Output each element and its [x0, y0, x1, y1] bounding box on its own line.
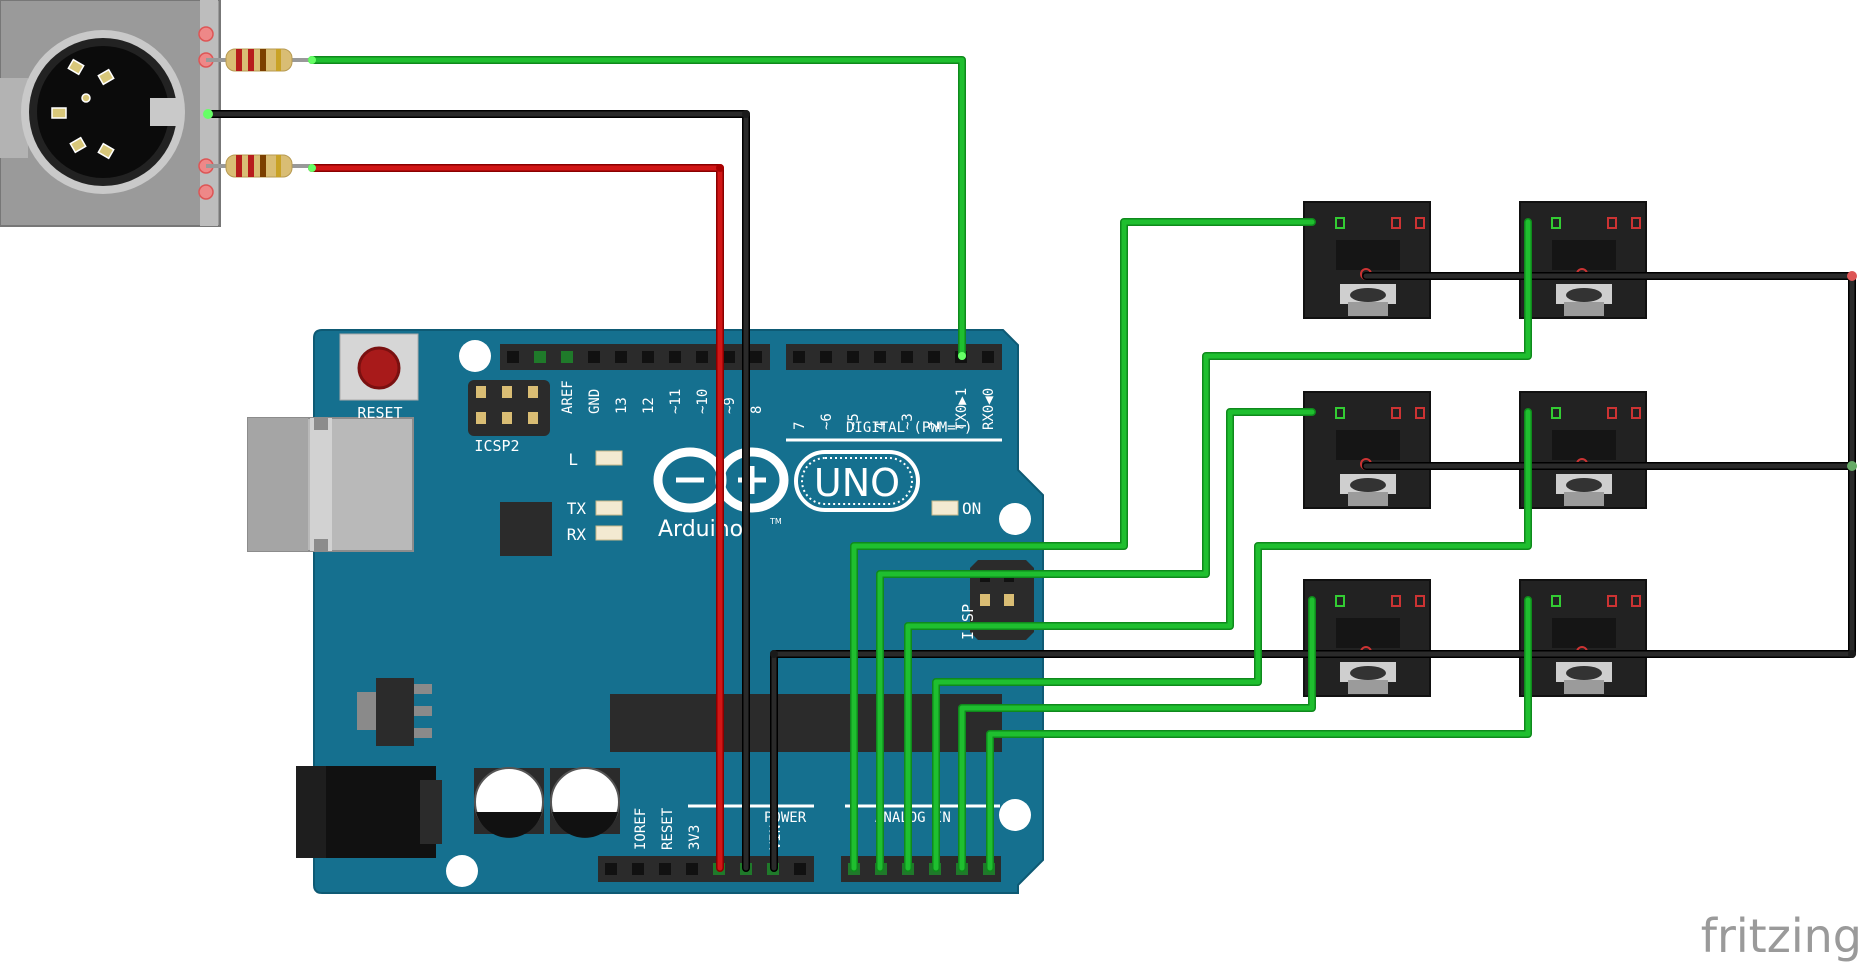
led-l: L [568, 450, 623, 469]
wires [204, 56, 1856, 872]
audio-jacks [1303, 201, 1647, 697]
svg-text:L: L [568, 450, 578, 469]
resistor-2 [206, 154, 310, 178]
logo-uno: UNO [814, 461, 900, 505]
digital-pin-label: 8 [749, 406, 765, 414]
power-pin-label: 3V3 [687, 825, 703, 850]
logo-arduino: Arduino [658, 517, 743, 542]
digital-pin-label: 2 [927, 422, 943, 430]
digital-pin-label: ~6 [819, 413, 835, 430]
mounting-holes [446, 340, 1031, 887]
digital-pin-hole [793, 351, 805, 363]
din-pins [51, 58, 115, 160]
digital-label: DIGITAL (PWM=~) [846, 420, 972, 436]
digital-pin-hole [928, 351, 940, 363]
digital-pin-hole [723, 351, 735, 363]
digital-pin-label: 13 [614, 397, 630, 414]
digital-pin-hole [561, 351, 573, 363]
digital-pin-hole [820, 351, 832, 363]
led-tx: TX [567, 499, 623, 518]
digital-bottom-pin-labels: 7 ~6 ~5 4 ~3 2 TX0▶1 RX0◀0 [792, 388, 997, 430]
digital-pin-hole [874, 351, 886, 363]
midi-din-connector [0, 0, 221, 227]
power-pin-label: RESET [660, 807, 676, 850]
digital-pin-label: 12 [641, 397, 657, 414]
digital-pin-hole [615, 351, 627, 363]
dc-power-jack [296, 766, 442, 858]
power-pin-hole [659, 863, 671, 875]
power-pin-hole [632, 863, 644, 875]
logo-tm: TM [769, 517, 782, 526]
audio-jack-5 [1303, 579, 1431, 697]
digital-pin-hole [642, 351, 654, 363]
fritzing-watermark: fritzing [1701, 909, 1862, 963]
audio-jack-1 [1303, 201, 1431, 319]
power-pin-hole [686, 863, 698, 875]
digital-pin-label: AREF [560, 380, 576, 414]
led-rx: RX [567, 525, 623, 544]
wire-endpoints [203, 56, 1857, 658]
digital-pin-hole [588, 351, 600, 363]
audio-jack-4 [1519, 391, 1647, 509]
audio-jack-3 [1303, 391, 1431, 509]
digital-pin-hole [982, 351, 994, 363]
digital-pin-hole [696, 351, 708, 363]
reset-label: RESET [357, 404, 402, 422]
svg-text:ON: ON [962, 499, 981, 518]
icsp-label: ICSP [959, 604, 977, 640]
capacitor-1 [474, 767, 544, 838]
digital-pin-label: RX0◀0 [981, 388, 997, 430]
arduino-uno-board: RESET ICSP2 [247, 329, 1044, 894]
digital-pin-hole [750, 351, 762, 363]
audio-jack-6 [1519, 579, 1647, 697]
digital-pin-label: GND [587, 389, 603, 414]
power-pin-hole [794, 863, 806, 875]
digital-pin-label: 7 [792, 422, 808, 430]
digital-pin-label: ~9 [722, 397, 738, 414]
digital-pin-hole [534, 351, 546, 363]
digital-pin-label: ~10 [695, 389, 711, 414]
voltage-regulator [357, 678, 432, 746]
digital-pin-label: ~11 [668, 389, 684, 414]
digital-pin-hole [669, 351, 681, 363]
power-pin-hole [605, 863, 617, 875]
usb-b-connector [247, 417, 414, 552]
wire-green-midi-tx [308, 56, 966, 360]
icsp2-header [468, 380, 550, 436]
analog-label: ANALOG IN [875, 810, 951, 826]
usb-chip [500, 502, 552, 556]
reset-button[interactable] [339, 333, 419, 401]
digital-pin-label: 4 [873, 422, 889, 430]
power-header [598, 856, 814, 882]
digital-pin-hole [901, 351, 913, 363]
atmega-chip [610, 694, 1002, 752]
svg-text:TX: TX [567, 499, 587, 518]
resistor-1 [206, 48, 310, 72]
svg-text:RX: RX [567, 525, 587, 544]
digital-pin-label: ~3 [900, 413, 916, 430]
digital-header-right [786, 344, 1002, 370]
digital-pin-label: ~5 [846, 413, 862, 430]
led-on: ON [931, 499, 981, 518]
icsp2-label: ICSP2 [474, 437, 519, 455]
digital-top-pin-labels: AREF GND 13 12 ~11 ~10 ~9 8 [560, 380, 765, 414]
audio-jack-2 [1519, 201, 1647, 319]
analog-header [841, 856, 1001, 882]
capacitor-2 [550, 767, 620, 838]
digital-pin-hole [847, 351, 859, 363]
power-pin-labels: IOREF RESET 3V3 [633, 807, 703, 850]
power-pin-label: IOREF [633, 808, 649, 850]
digital-pin-label: TX0▶1 [954, 388, 970, 430]
digital-pin-hole [507, 351, 519, 363]
